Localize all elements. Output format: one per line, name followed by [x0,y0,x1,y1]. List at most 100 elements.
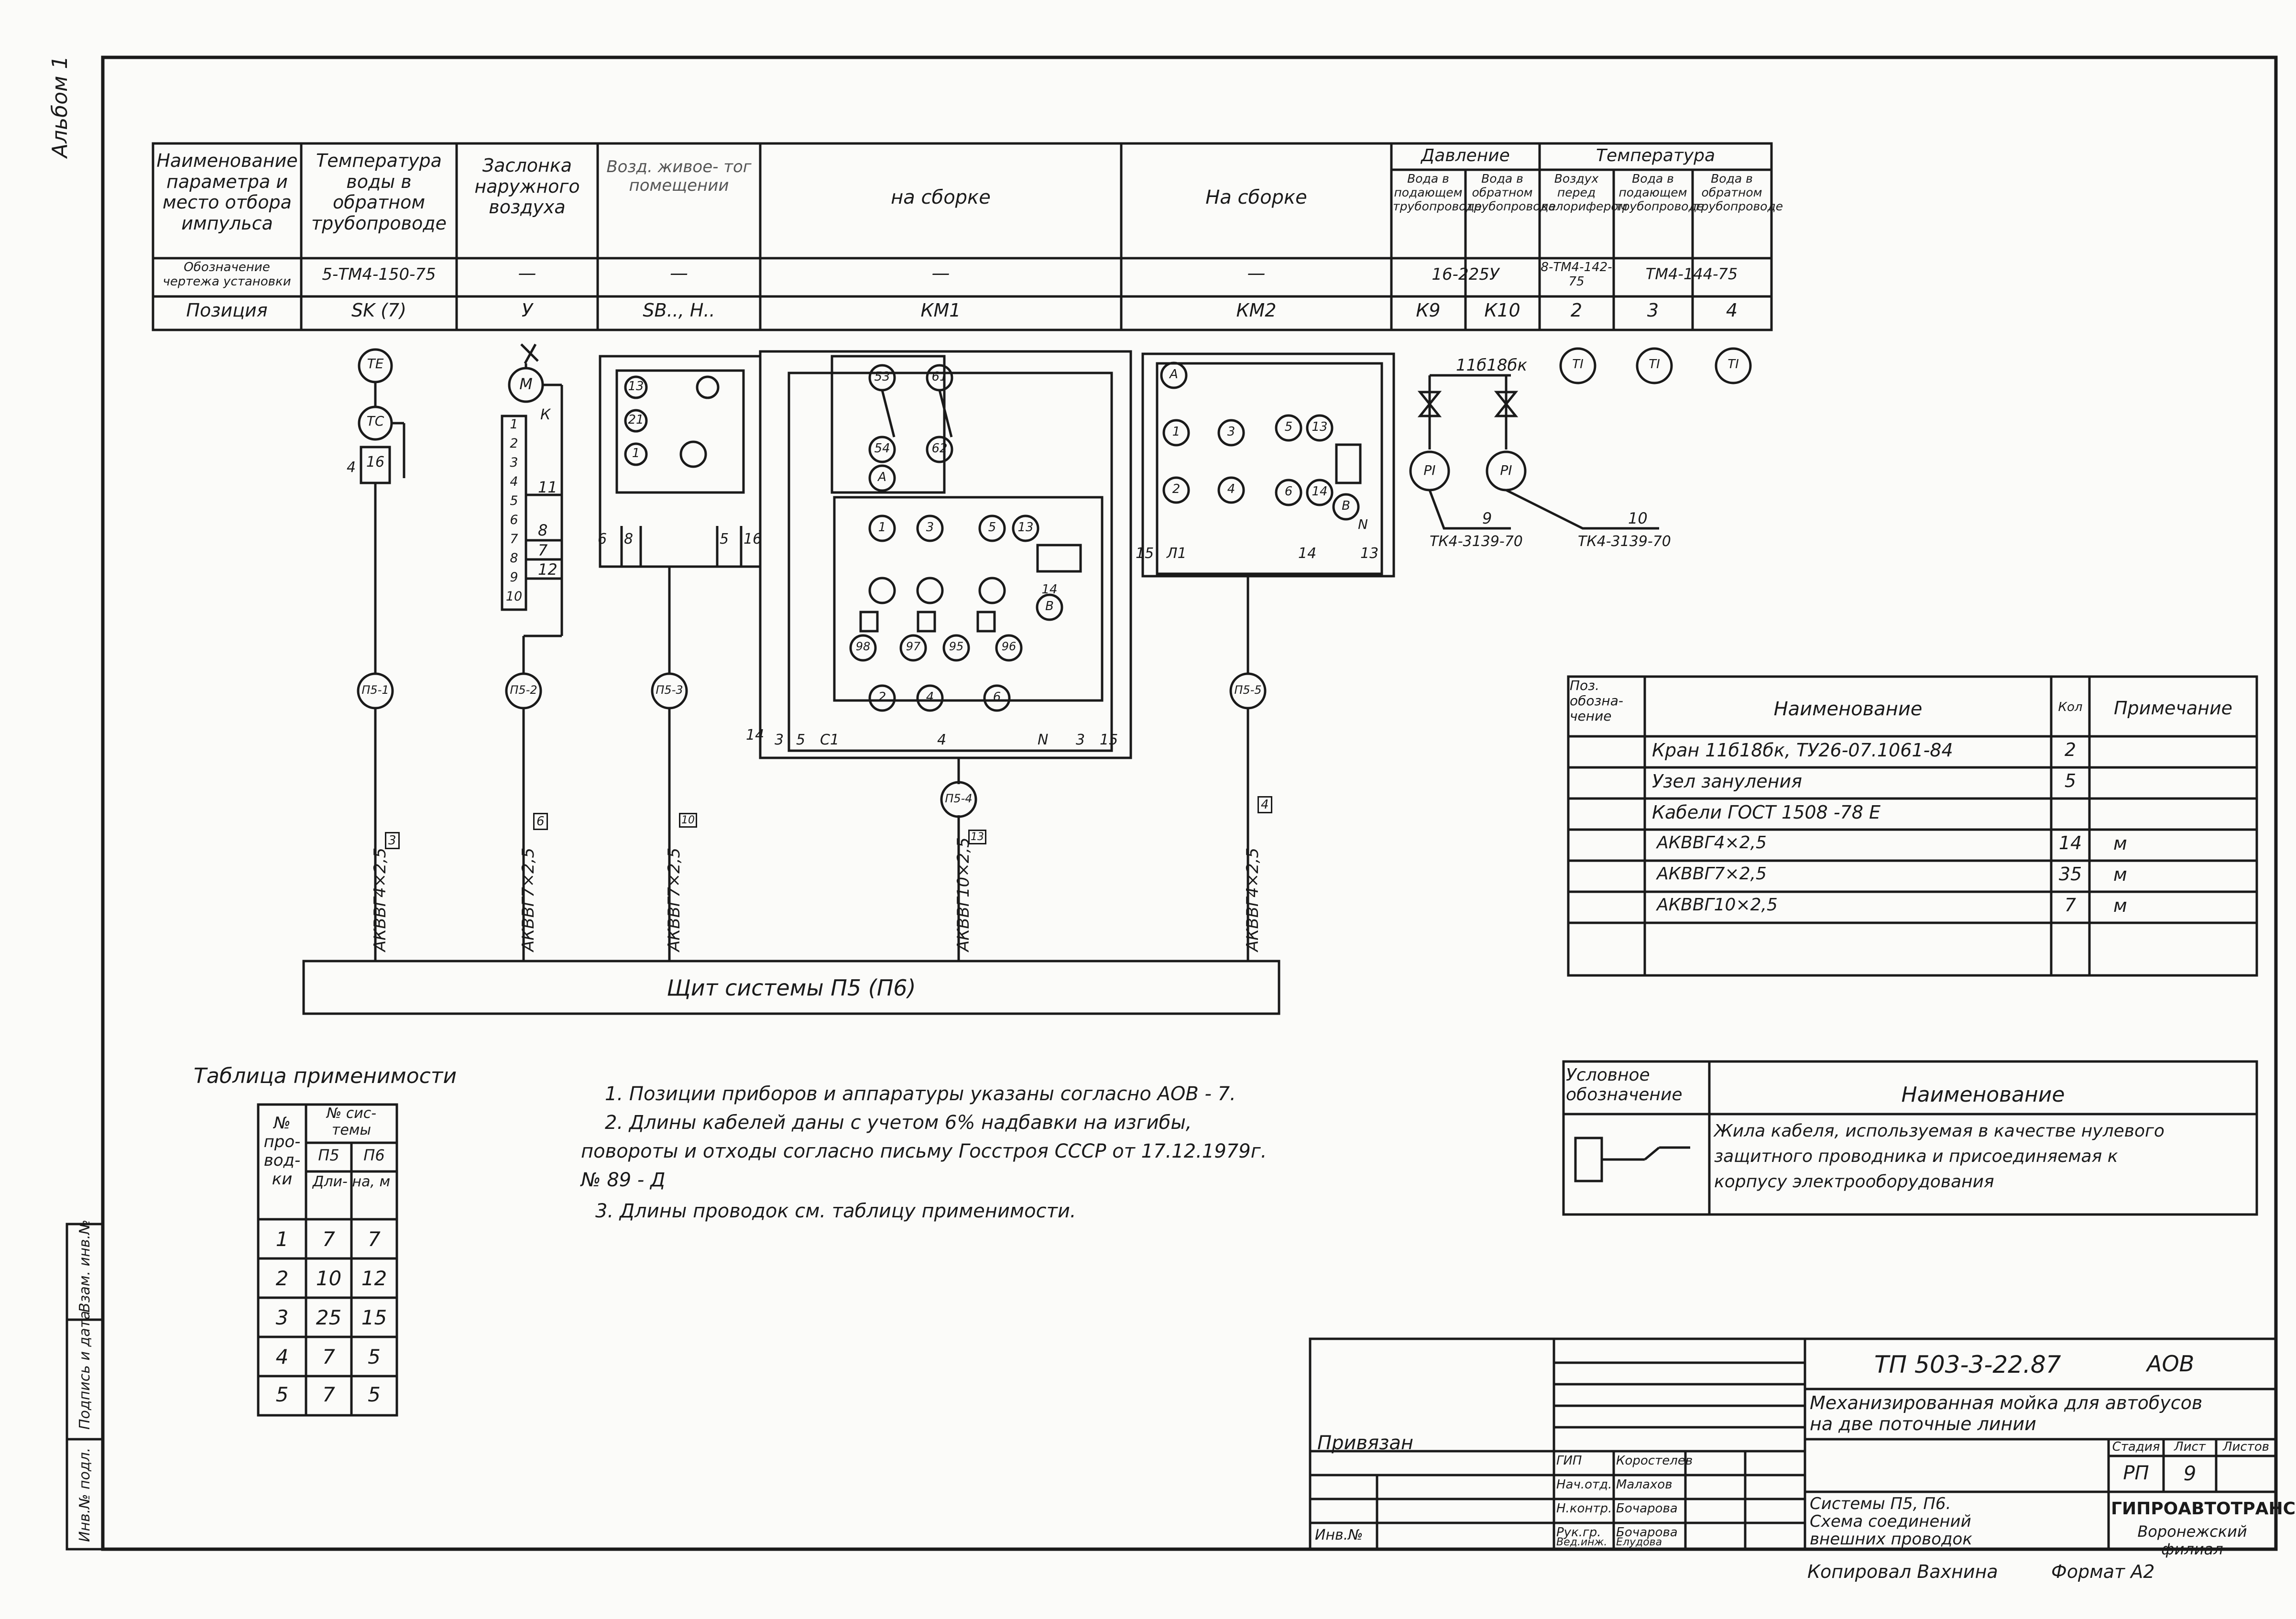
hdr-pos-k10: К10 [1484,300,1520,321]
pi-label-k10: PI [1500,462,1512,478]
legend-description-line: корпусу электрооборудования [1714,1172,1994,1192]
hdr-pos-k9: К9 [1416,300,1441,321]
terminal-wire-7: 7 [538,541,548,559]
pi-drawing-1: ТК4-3139-70 [1430,533,1523,550]
hdr-sub-t4: Вода в обратном трубопроводе [1694,172,1783,213]
spec-row-name: Узел зануления [1652,771,1803,792]
side-stamp-grid [66,1223,104,1551]
ti-label-3: TI [1649,357,1660,372]
spec-header-note: Примечание [2113,698,2233,719]
hdr-km1-position: КМ1 [920,300,961,321]
spec-header-qty: Кол [2058,700,2083,714]
album-label: Альбом 1 [48,56,72,159]
km1-contact: 13 [1017,520,1034,535]
hdr-pressure-group: Давление [1421,146,1510,165]
tc-label: TC [366,413,384,429]
pi-wire-9: 9 [1482,509,1492,527]
spec-row-note: м [2113,895,2127,916]
km2-contact: 3 [1227,425,1235,439]
terminal-number: 8 [510,551,518,566]
sb-wire: 16 [743,531,762,547]
terminal-number: 4 [510,474,518,489]
km1-contact: 61 [931,370,948,384]
km1-contact: 54 [874,441,890,456]
organization-name: ГИПРОАВТОТРАНС [2111,1499,2296,1519]
organization-branch: Воронежский филиал [2137,1522,2247,1558]
sheets-header: Листов [2222,1440,2270,1454]
cable-tag: 4 [1257,796,1272,813]
sb-wire: 5 [720,531,729,547]
km2-contact: 14 [1312,484,1328,499]
km2-wire: 14 [1298,545,1317,562]
hdr-t1-drawing: 8-ТМ4-142-75 [1541,260,1612,289]
signer-name: Коростелев [1616,1454,1693,1468]
drawing-title-line: Системы П5, П6. [1810,1494,1951,1513]
junction-label: П5-1 [361,683,389,697]
applicability-cell: 12 [361,1267,387,1290]
legend-header-name: Наименование [1901,1083,2065,1107]
note-line: 2. Длины кабелей даны с учетом 6% надбав… [605,1112,1192,1134]
terminal-wire-11: 11 [538,478,558,496]
terminal-number: 10 [505,589,523,604]
applicability-header-p6: П6 [363,1146,385,1164]
km1-wire: 5 [796,732,806,748]
hdr-damper-drawing: — [518,263,536,284]
spec-row-name: АКВВГ10×2,5 [1657,895,1778,915]
junction-p5-4 [940,781,977,818]
terminal-wire-8: 8 [538,521,548,539]
hdr-sb-position: SB.., Н.. [643,300,715,321]
signer-role: ГИП [1556,1454,1582,1468]
terminal-number: 2 [510,436,518,451]
km1-contact: 62 [931,441,948,456]
spec-header-name: Наименование [1773,698,1923,720]
panel-label: Щит системы П5 (П6) [667,975,916,1001]
km2-contact: 1 [1172,425,1181,439]
hdr-sub-t2: Воздух перед калорифером [1541,172,1628,213]
km1-contact: 53 [874,370,890,384]
drawing-frame [101,55,2278,1551]
signer-role: Вед.инж. [1556,1536,1607,1548]
sb-wire: 8 [624,531,634,547]
applicability-header-sys: № сис- темы [326,1105,377,1138]
sb-wire: 6 [598,531,607,547]
applicability-cell: 4 [275,1345,289,1368]
title-block-grid [1309,1337,2277,1551]
spec-row-note: м [2113,833,2127,854]
applicability-cell: 15 [361,1306,387,1329]
note-line: повороты и отходы согласно письму Госстр… [581,1140,1267,1162]
sheet-value: 9 [2183,1462,2197,1485]
km1-contact: 3 [926,520,934,535]
hdr-km2-position: КМ2 [1236,300,1277,321]
project-title-line: Механизированная мойка для автобусов [1810,1392,2203,1413]
spec-row-qty: 35 [2058,864,2082,885]
control-panel [302,960,1280,1015]
te-label: TE [367,356,384,372]
sheet-header: Лист [2174,1440,2206,1454]
hdr-pos-3: 3 [1647,300,1659,321]
cable-label: АКВВГ4×2,5 [371,847,390,952]
spec-row-qty: 14 [2058,832,2082,853]
hdr-sub-k10: Вода в обратном трубопроводе [1467,172,1556,213]
km1-contact: 14 [1041,582,1058,597]
valve-label: 11б18бк [1456,356,1527,375]
hdr-km2-name: На сборке [1205,186,1307,208]
terminal-wire-12: 12 [538,560,558,579]
applicability-cell: 5 [368,1383,381,1406]
applicability-header-len: Дли- на, м [312,1173,391,1190]
motor-k-label: К [540,406,551,423]
sheet-format: Формат А2 [2051,1561,2155,1582]
cable-label: АКВВГ7×2,5 [519,847,538,952]
cable-tag: 10 [679,813,697,828]
applicability-cell: 5 [275,1383,289,1406]
terminal-strip [501,415,527,611]
junction-label: П5-4 [945,792,973,805]
km1-contact: 6 [993,690,1001,704]
cable-tag: 3 [385,832,400,849]
cable-tag: 13 [968,830,986,844]
cable-label: АКВВГ4×2,5 [1243,847,1262,952]
hdr-sub-t3: Вода в подающем трубопроводе [1615,172,1705,213]
side-stamp-label: Взам. инв.№ [77,1219,93,1313]
hdr-sub-k9: Вода в подающем трубопроводе [1393,172,1482,213]
hdr-damper-position: У [521,300,533,321]
